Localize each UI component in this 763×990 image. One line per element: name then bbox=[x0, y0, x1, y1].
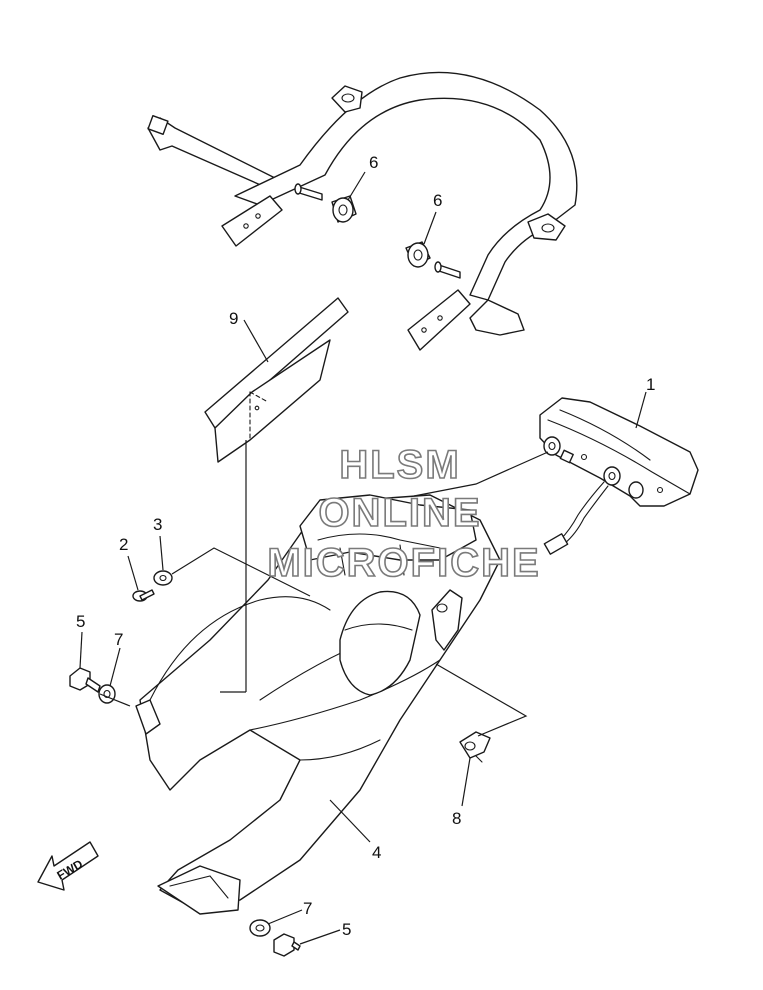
callout-6-a: 6 bbox=[369, 153, 378, 172]
callout-5-a: 5 bbox=[76, 612, 85, 631]
callout-3: 3 bbox=[153, 515, 162, 534]
watermark-line-2: ONLINE bbox=[318, 491, 481, 535]
bolt-part-5-b bbox=[273, 933, 301, 957]
tail-light-part-1 bbox=[539, 397, 699, 555]
clamp-part-8 bbox=[459, 731, 491, 763]
callout-9: 9 bbox=[229, 309, 238, 328]
label-part-9 bbox=[204, 297, 349, 463]
fwd-direction-arrow: FWD bbox=[37, 841, 99, 891]
callout-6-b: 6 bbox=[433, 191, 442, 210]
rear-fender-part-4 bbox=[135, 494, 501, 915]
callout-7-a: 7 bbox=[114, 630, 123, 649]
washer-part-3 bbox=[153, 570, 173, 586]
watermark-line-3: MICROFICHE bbox=[267, 541, 540, 585]
callout-1: 1 bbox=[646, 375, 655, 394]
callout-4: 4 bbox=[372, 843, 381, 862]
collar-part-7-b bbox=[249, 919, 271, 937]
watermark-line-1: HLSM bbox=[339, 443, 460, 487]
bolt-part-5-a bbox=[69, 667, 101, 693]
watermark: HLSM ONLINE MICROFICHE bbox=[267, 442, 540, 586]
callout-7-b: 7 bbox=[303, 899, 312, 918]
callout-2: 2 bbox=[119, 535, 128, 554]
grommet-part-6-a bbox=[331, 195, 357, 223]
callout-5-b: 5 bbox=[342, 920, 351, 939]
grommet-part-6-b bbox=[405, 241, 431, 268]
callout-8: 8 bbox=[452, 809, 461, 828]
leader-lines bbox=[79, 171, 647, 945]
grab-bar bbox=[147, 71, 578, 351]
screw-part-2 bbox=[132, 589, 155, 602]
